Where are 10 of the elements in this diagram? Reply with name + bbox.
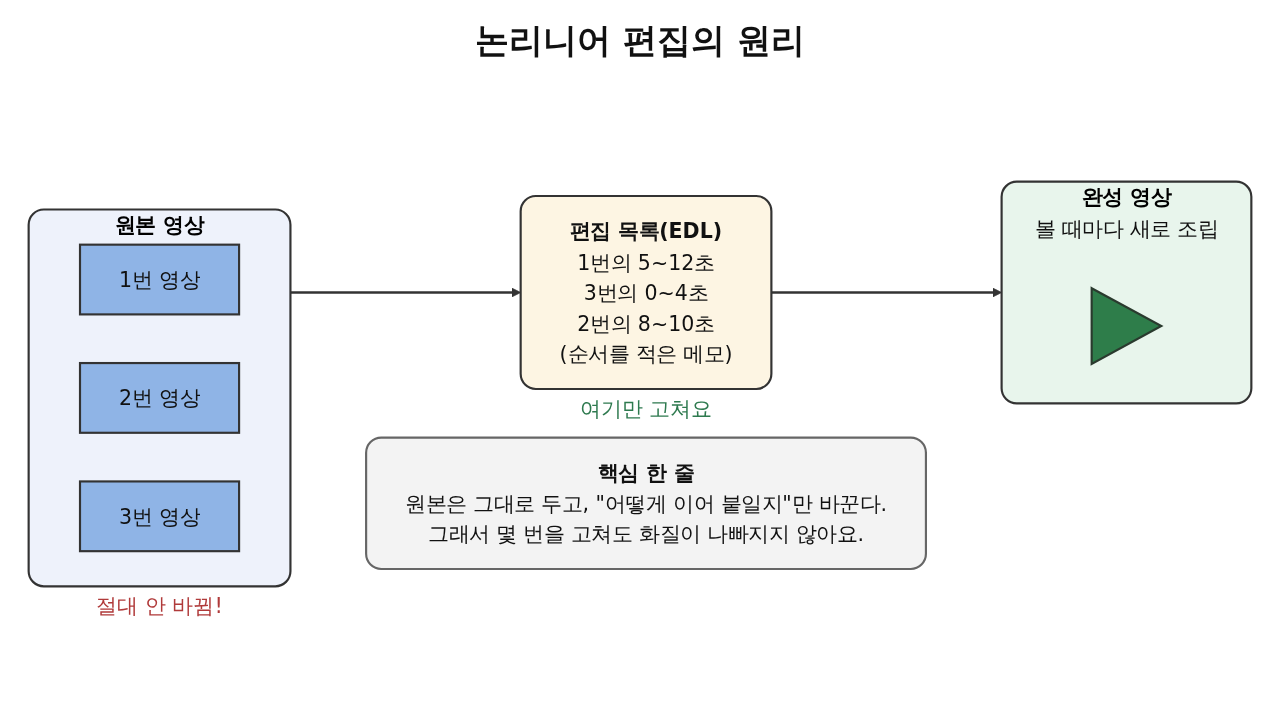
process-box: 2번 영상	[78, 361, 241, 434]
annotation-text: 여기만 고쳐요	[579, 396, 713, 423]
group-box: 완성 영상 볼 때마다 새로 조립	[1000, 180, 1253, 405]
note-box: 핵심 한 줄 원본은 그대로 두고, "어떻게 이어 붙일지"만 바꾼다. 그래서 몇 번을 고쳐도 화질이 나빠지지 않아요.	[365, 436, 927, 571]
process-box: 3번 영상	[78, 480, 241, 553]
annotation-text: 절대 안 바뀜!	[96, 593, 223, 621]
process-box: 1번 영상	[78, 243, 241, 316]
process-box: 편집 목록(EDL) 1번의 5~12초 3번의 0~4초 2번의 8~10초 (순서를 적은 메모)	[519, 194, 773, 391]
title: 논리니어 편집의 원리	[475, 19, 805, 62]
play-icon	[1090, 286, 1164, 366]
